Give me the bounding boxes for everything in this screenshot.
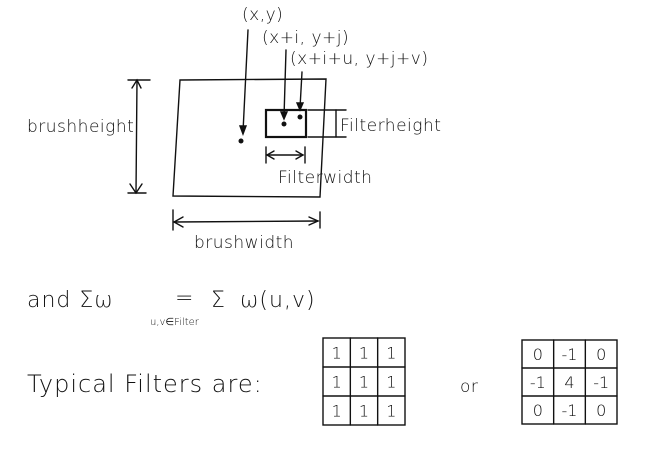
filter-point: [297, 114, 303, 120]
filter-cell: 1: [359, 344, 369, 363]
brush-height-arrow: [135, 79, 138, 194]
brush-rectangle: [172, 78, 327, 198]
filter-cell: 1: [386, 402, 396, 421]
filter-point-label: (x+i+u, y+j+v): [290, 49, 428, 69]
formula-lhs: and Σω: [27, 288, 114, 313]
grid-border: [322, 337, 406, 426]
offset-pointer: [283, 49, 287, 118]
filter-cell: -1: [562, 345, 578, 364]
filter-height-label: Filterheight: [340, 116, 441, 136]
filter-cell: -1: [530, 373, 546, 392]
origin-pointer: [242, 29, 249, 133]
filter-cell: 1: [386, 373, 396, 392]
filter-cell: 1: [332, 373, 342, 392]
filter-cell: 0: [533, 345, 543, 364]
filter-cell: -1: [562, 401, 578, 420]
offset-point: [281, 121, 287, 127]
formula-subscript: u,v∈Filter: [150, 317, 200, 328]
grid-border: [521, 339, 618, 425]
formula-rhs: ω(u,v): [240, 288, 316, 313]
filter-cell: 4: [564, 373, 574, 392]
filter-cell: 1: [332, 344, 342, 363]
brush-height-label: brushheight: [27, 117, 134, 137]
filter-cell: 0: [596, 401, 606, 420]
offset-label: (x+i, y+j): [262, 28, 349, 48]
filter-cell: -1: [593, 373, 609, 392]
formula-equals: =: [175, 286, 194, 311]
filter-cell: 0: [533, 401, 543, 420]
laplacian-filter-grid: 0 -1 0 -1 4 -1 0 -1 0: [521, 339, 618, 425]
filters-caption: Typical Filters are:: [27, 370, 263, 398]
origin-label: (x,y): [242, 5, 283, 25]
filter-width-label: Filterwidth: [278, 168, 372, 188]
formula-sum: Σ: [211, 288, 226, 313]
filter-cell: 1: [359, 373, 369, 392]
brush-width-arrow: [173, 220, 319, 223]
origin-point: [238, 138, 244, 144]
filter-cell: 0: [596, 345, 606, 364]
filter-cell: 1: [332, 402, 342, 421]
filter-point-pointer: [299, 71, 303, 109]
filter-cell: 1: [359, 402, 369, 421]
filter-rectangle: [264, 108, 308, 139]
filter-cell: 1: [386, 344, 396, 363]
brush-width-label: brushwidth: [194, 233, 294, 253]
filters-separator: or: [460, 377, 478, 397]
